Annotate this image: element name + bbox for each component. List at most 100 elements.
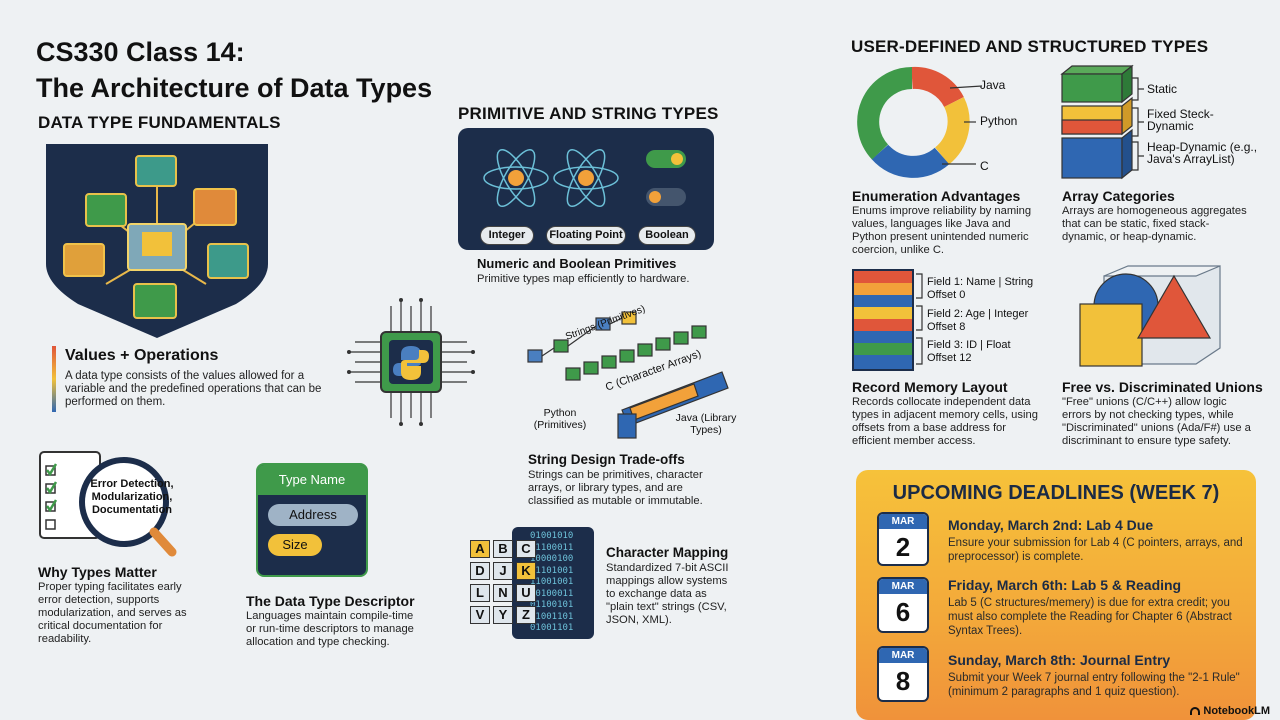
char-text: Standardized 7-bit ASCII mappings allow …	[606, 562, 729, 626]
deadlines-panel: UPCOMING DEADLINES (WEEK 7) MAR 2 Monday…	[856, 470, 1256, 720]
record-field-2: Field 2: Age | Integer Offset 8	[927, 308, 1029, 333]
record-text: Records collocate independent data types…	[852, 396, 1038, 447]
binary-line: 01100101	[530, 600, 574, 610]
calendar-month: MAR	[879, 514, 927, 529]
descriptor-card-title: Type Name	[258, 465, 366, 495]
union-text: "Free" unions (C/C++) allow logic errors…	[1062, 396, 1251, 447]
brand-notebooklm: NotebookLM	[1190, 705, 1270, 717]
array-stack-illustration	[1060, 64, 1134, 180]
array-label-fixed-stack: Fixed Steck-Dynamic	[1147, 107, 1214, 133]
calendar-day: 2	[895, 532, 911, 562]
enum-label-c: C	[980, 159, 989, 173]
array-text: Arrays are homogeneous aggregates that c…	[1062, 205, 1247, 243]
character-cell: A	[470, 540, 490, 558]
section-title-fundamentals: DATA TYPE FUNDAMENTALS	[38, 113, 281, 132]
binary-line: 10000100	[530, 554, 574, 564]
primitives-panel: Integer Floating Point Boolean	[458, 128, 714, 250]
character-cell: B	[493, 540, 513, 558]
label-java-library-types: Java (Library Types)	[675, 412, 737, 436]
pill-floating-point: Floating Point	[546, 226, 626, 245]
record-memory-bars	[852, 269, 914, 371]
calendar-month: MAR	[879, 648, 927, 663]
values-text: A data type consists of the values allow…	[65, 370, 322, 408]
array-label-static: Static	[1147, 82, 1178, 96]
calendar-icon: MAR 8	[877, 646, 929, 702]
binary-line: 01101001	[530, 565, 574, 576]
deadline-heading-2: Friday, March 6th: Lab 5 & Reading	[948, 577, 1182, 593]
notebooklm-logo-icon	[1190, 707, 1201, 716]
magnifier-label: Error Detection, Modularization, Documen…	[90, 478, 174, 516]
enum-label-java: Java	[980, 78, 1006, 92]
character-cell: C	[516, 540, 536, 558]
data-type-cubes-illustration	[46, 144, 268, 338]
array-brackets	[1132, 77, 1144, 171]
binary-line: 01001101	[530, 623, 574, 633]
descriptor-field-size: Size	[268, 534, 322, 556]
python-chip-icon	[347, 298, 475, 426]
calendar-icon: MAR 2	[877, 512, 929, 566]
character-cell: Y	[493, 606, 513, 624]
label-python-primitives: Python (Primitives)	[533, 407, 587, 431]
title-line-1: CS330 Class 14:	[36, 37, 245, 67]
enum-text: Enums improve reliability by naming valu…	[852, 205, 1032, 256]
character-cell: J	[493, 562, 513, 580]
numeric-text: Primitive types map efficiently to hardw…	[477, 273, 690, 285]
enum-donut-illustration	[857, 66, 983, 178]
descriptor-card: Type Name Address Size	[256, 463, 368, 577]
deadlines-title: UPCOMING DEADLINES (WEEK 7)	[892, 482, 1220, 504]
deadline-heading-1: Monday, March 2nd: Lab 4 Due	[948, 517, 1154, 533]
page-title: CS330 Class 14: The Architecture of Data…	[36, 34, 432, 106]
record-field-3: Field 3: ID | Float Offset 12	[927, 339, 1011, 364]
string-text: Strings can be primitives, character arr…	[528, 469, 703, 507]
character-cell: K	[516, 562, 536, 580]
deadline-text-3: Submit your Week 7 journal entry followi…	[948, 672, 1240, 698]
section-title-primitives: PRIMITIVE AND STRING TYPES	[458, 104, 719, 123]
char-heading: Character Mapping	[606, 545, 729, 560]
deadline-text-2: Lab 5 (C structures/memery) is due for e…	[948, 597, 1232, 637]
string-heading: String Design Trade-offs	[528, 452, 685, 467]
calendar-day: 8	[895, 666, 911, 696]
record-field-1: Field 1: Name | String Offset 0	[927, 276, 1034, 301]
union-shapes-illustration	[1079, 265, 1221, 367]
pill-integer: Integer	[480, 226, 534, 245]
why-text: Proper typing facilitates early error de…	[38, 581, 187, 645]
pill-boolean: Boolean	[638, 226, 696, 245]
descriptor-field-address: Address	[268, 504, 358, 526]
record-brackets	[916, 273, 923, 365]
calendar-icon: MAR 6	[877, 577, 929, 633]
title-line-2: The Architecture of Data Types	[36, 73, 433, 103]
enum-heading: Enumeration Advantages	[852, 188, 1021, 204]
enum-label-python: Python	[980, 114, 1018, 128]
union-heading: Free vs. Discriminated Unions	[1062, 379, 1263, 395]
record-heading: Record Memory Layout	[852, 379, 1008, 395]
string-blocks-illustration	[527, 311, 729, 439]
deadline-heading-3: Sunday, March 8th: Journal Entry	[948, 652, 1171, 668]
deadline-text-1: Ensure your submission for Lab 4 (C poin…	[948, 537, 1243, 563]
binary-line: 10100011	[530, 588, 574, 599]
section-title-structured: USER-DEFINED AND STRUCTURED TYPES	[851, 37, 1209, 56]
character-cell: Z	[516, 606, 536, 624]
why-heading: Why Types Matter	[38, 564, 157, 580]
atom-icons	[483, 148, 686, 208]
accent-bar	[52, 346, 56, 412]
binary-line: 01001101	[530, 611, 574, 622]
character-cell: D	[470, 562, 490, 580]
character-cell: U	[516, 584, 536, 602]
calendar-day: 6	[895, 597, 911, 627]
binary-line: 01100011	[530, 542, 574, 553]
binary-line: 01001010	[530, 531, 574, 541]
calendar-month: MAR	[879, 579, 927, 594]
character-cell: L	[470, 584, 490, 602]
character-cell: V	[470, 606, 490, 624]
character-cell: N	[493, 584, 513, 602]
descriptor-heading: The Data Type Descriptor	[246, 593, 415, 609]
values-heading: Values + Operations	[65, 347, 219, 364]
array-heading: Array Categories	[1062, 188, 1175, 204]
checklist-magnifier-illustration	[39, 451, 177, 557]
brand-label: NotebookLM	[1203, 705, 1270, 717]
array-label-heap-dynamic: Heap-Dynamic (e.g., Java's ArrayList)	[1147, 140, 1258, 166]
descriptor-text: Languages maintain compile-time or run-t…	[246, 610, 414, 648]
numeric-heading: Numeric and Boolean Primitives	[477, 256, 677, 271]
